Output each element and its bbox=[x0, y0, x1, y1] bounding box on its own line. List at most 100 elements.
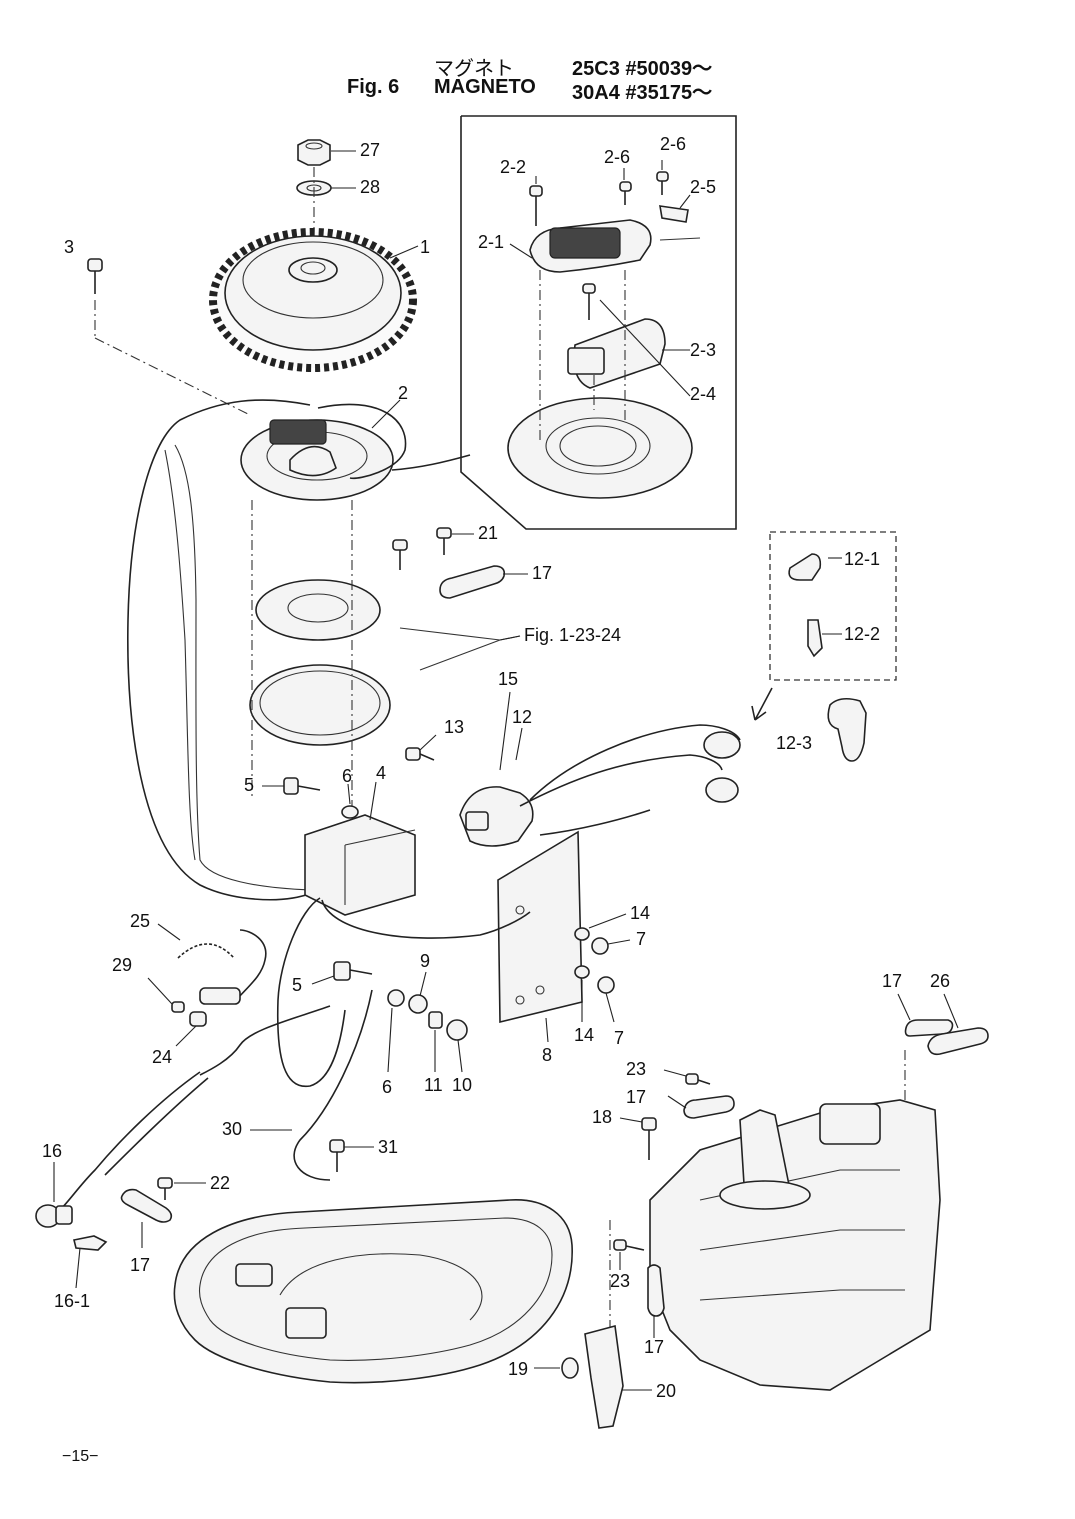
collar-part-19 bbox=[561, 1357, 579, 1379]
fig-reference: Fig. 1-23-24 bbox=[524, 625, 622, 645]
grommet-part-17-right bbox=[904, 1019, 954, 1037]
screw-part-23-lower bbox=[613, 1239, 645, 1251]
connector-part-24 bbox=[189, 987, 241, 1027]
nut-part-7-a bbox=[591, 937, 609, 955]
callout-18: 18 bbox=[592, 1107, 613, 1127]
callout-3: 3 bbox=[64, 237, 75, 257]
callout-2-6b: 2-6 bbox=[660, 134, 687, 154]
callout-29: 29 bbox=[112, 955, 133, 975]
charge-coil-part-2-1 bbox=[529, 219, 652, 273]
washer-part-14-b bbox=[574, 965, 590, 979]
flywheel-part-1 bbox=[209, 228, 417, 372]
screw-part-5-top bbox=[283, 777, 321, 795]
clip-part-16-1 bbox=[73, 1235, 108, 1251]
grommet-part-17-left bbox=[120, 1188, 173, 1223]
model-range-2: 30A4 #35175～ bbox=[572, 82, 713, 104]
callout-12-2: 12-2 bbox=[844, 624, 881, 644]
screw-part-2-6a bbox=[619, 181, 632, 205]
callout-15: 15 bbox=[498, 669, 519, 689]
inset-detail-box bbox=[460, 115, 737, 530]
figure-label: Fig. 6 bbox=[347, 76, 400, 98]
callout-12-3: 12-3 bbox=[776, 733, 813, 753]
callout-22: 22 bbox=[210, 1173, 231, 1193]
callout-26: 26 bbox=[930, 971, 951, 991]
callout-24: 24 bbox=[152, 1047, 173, 1067]
screw-part-2-4 bbox=[582, 283, 596, 320]
grommet-part-17-lower bbox=[647, 1264, 665, 1317]
ignition-coil-part-12 bbox=[459, 786, 534, 847]
washer-part-14-a bbox=[574, 927, 590, 941]
bracket-part-20 bbox=[584, 1324, 624, 1429]
callout-1: 1 bbox=[420, 237, 431, 257]
callout-23-upper: 23 bbox=[626, 1059, 647, 1079]
callout-14-b: 14 bbox=[574, 1025, 595, 1045]
callout-17-lower: 17 bbox=[644, 1337, 665, 1357]
callout-5-top: 5 bbox=[244, 775, 255, 795]
cap-detail-box bbox=[769, 531, 897, 681]
collar-part-11 bbox=[428, 1011, 443, 1029]
callout-2-1: 2-1 bbox=[478, 232, 505, 252]
callout-31: 31 bbox=[378, 1137, 399, 1157]
callout-2-2: 2-2 bbox=[500, 157, 527, 177]
screw-unlabeled bbox=[392, 539, 408, 570]
callout-27: 27 bbox=[360, 140, 381, 160]
screw-part-5-lower bbox=[333, 961, 373, 981]
washer-part-10 bbox=[446, 1019, 468, 1041]
screw-part-23-upper bbox=[685, 1073, 711, 1085]
bottom-cowl bbox=[173, 1199, 573, 1384]
screw-part-22 bbox=[157, 1177, 173, 1200]
callout-8: 8 bbox=[542, 1045, 553, 1065]
pulser-coil-part-2-3 bbox=[567, 318, 666, 389]
washer-part-6-top bbox=[341, 805, 359, 819]
callout-2: 2 bbox=[398, 383, 409, 403]
callout-17-left: 17 bbox=[130, 1255, 151, 1275]
plug-cap-part-12-1 bbox=[788, 553, 822, 581]
english-title: MAGNETO bbox=[434, 76, 536, 98]
screw-part-18 bbox=[641, 1117, 657, 1160]
callout-12-1: 12-1 bbox=[844, 549, 881, 569]
callout-19: 19 bbox=[508, 1359, 529, 1379]
callout-20: 20 bbox=[656, 1381, 677, 1401]
bolt-part-3 bbox=[87, 258, 103, 294]
grommet-part-26 bbox=[927, 1027, 989, 1056]
callout-6-lower: 6 bbox=[382, 1077, 393, 1097]
clamp-part-17-top bbox=[439, 565, 506, 599]
callout-4: 4 bbox=[376, 763, 387, 783]
stator-assembly-part-2 bbox=[240, 419, 394, 501]
grommet-part-17-middle bbox=[683, 1095, 735, 1119]
callout-14-a: 14 bbox=[630, 903, 651, 923]
plug-cap-right-b bbox=[705, 777, 739, 803]
callout-11: 11 bbox=[424, 1075, 443, 1095]
base-plate bbox=[249, 664, 391, 746]
clamp-part-2-5 bbox=[659, 205, 689, 223]
stator-plate-inset bbox=[507, 397, 693, 499]
callout-16-1: 16-1 bbox=[54, 1291, 91, 1311]
screw-part-21 bbox=[436, 527, 452, 555]
callout-2-4: 2-4 bbox=[690, 384, 717, 404]
terminal-part-12-2 bbox=[807, 619, 823, 658]
japanese-title: マグネト bbox=[434, 58, 514, 80]
callout-21: 21 bbox=[478, 523, 499, 543]
callout-25: 25 bbox=[130, 911, 151, 931]
callout-12: 12 bbox=[512, 707, 533, 727]
screw-part-2-6b bbox=[656, 171, 669, 195]
screw-part-13 bbox=[405, 747, 435, 761]
plug-cap-part-12-3 bbox=[827, 697, 867, 762]
callout-23-lower: 23 bbox=[610, 1271, 631, 1291]
callout-17-middle: 17 bbox=[626, 1087, 647, 1107]
connector-part-29 bbox=[171, 1001, 185, 1013]
callout-7-a: 7 bbox=[636, 929, 647, 949]
power-head bbox=[649, 1099, 941, 1391]
callout-16: 16 bbox=[42, 1141, 63, 1161]
washer-part-9 bbox=[408, 994, 428, 1014]
nut-part-7-b bbox=[597, 976, 615, 994]
callout-2-6a: 2-6 bbox=[604, 147, 631, 167]
washer-part-6-lower bbox=[387, 989, 405, 1007]
bracket-part-8 bbox=[497, 830, 583, 1024]
nut-part-27 bbox=[297, 139, 331, 166]
timing-plate bbox=[255, 579, 381, 641]
callout-6-top: 6 bbox=[342, 766, 353, 786]
callout-13: 13 bbox=[444, 717, 465, 737]
callout-28: 28 bbox=[360, 177, 381, 197]
